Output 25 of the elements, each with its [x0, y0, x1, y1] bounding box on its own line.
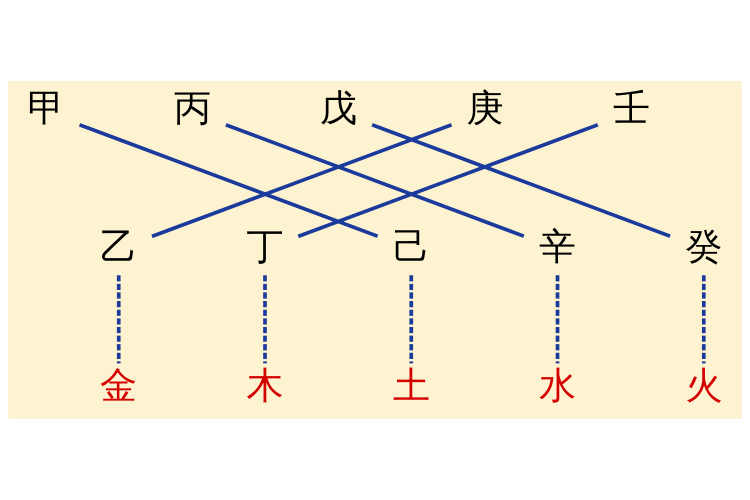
- node-text: 金: [100, 364, 138, 408]
- node-text: 癸: [685, 225, 722, 268]
- node-text: 丁: [246, 225, 284, 268]
- node-text: 火: [685, 364, 722, 408]
- node-text: 己: [392, 225, 430, 268]
- connector: [702, 275, 706, 364]
- node-text: 木: [246, 364, 284, 408]
- node-text: 丙: [174, 86, 211, 130]
- node-text: 壬: [612, 86, 650, 130]
- node-text: 戊: [320, 86, 358, 130]
- connector: [151, 123, 452, 238]
- connector: [116, 275, 121, 364]
- connector: [225, 123, 524, 238]
- node-text: 水: [539, 364, 576, 408]
- node-text: 土: [392, 364, 430, 408]
- node-text: 辛: [539, 225, 576, 268]
- connector: [556, 275, 560, 364]
- connector: [298, 123, 598, 238]
- connector: [78, 123, 378, 238]
- node-text: 乙: [100, 225, 138, 268]
- connector: [263, 275, 267, 364]
- node-text: 甲: [28, 86, 65, 130]
- connector: [409, 275, 414, 364]
- connector: [371, 123, 671, 238]
- node-text: 庚: [466, 86, 504, 130]
